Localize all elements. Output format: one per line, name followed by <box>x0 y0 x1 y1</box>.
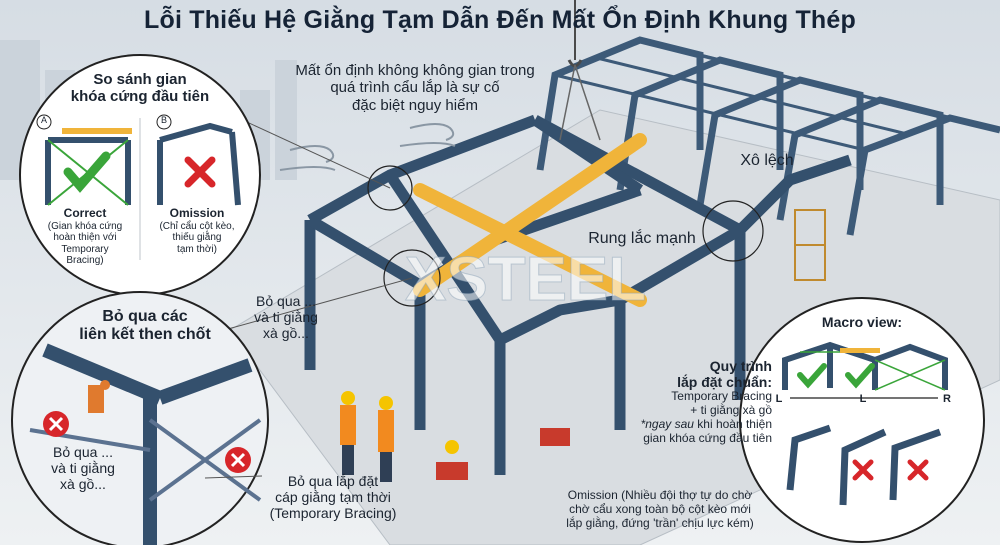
lifted-beams <box>413 133 647 307</box>
page-title: Lỗi Thiếu Hệ Giằng Tạm Dẫn Đến Mất Ổn Đị… <box>144 6 856 34</box>
omission-note: Omission (Nhiều đội thợ tự do chờ chờ cẩ… <box>540 488 780 530</box>
omission-caption: Omission (Chỉ cẩu cột kèo, thiếu giằng t… <box>142 206 252 255</box>
macro-circle <box>739 297 985 543</box>
workers <box>340 391 394 482</box>
correct-desc: hoàn thiện với <box>53 232 117 244</box>
skip-small-line: và ti giằng <box>254 309 318 326</box>
correct-caption: Correct (Gian khóa cứng hoàn thiện với T… <box>30 206 140 267</box>
detail-heading: Bỏ qua các liên kết then chốt <box>70 308 220 345</box>
cross-icon <box>852 459 874 481</box>
instability-note: Mất ổn định không không gian trong quá t… <box>265 62 565 114</box>
purlins <box>554 38 1000 152</box>
cross-icon <box>907 459 929 481</box>
wind-lines <box>279 123 456 171</box>
joint-circle-base <box>383 249 441 307</box>
check-icon <box>63 151 111 193</box>
macro-right-label: R <box>943 393 951 405</box>
skew-label: Xô lệch <box>740 152 794 169</box>
procedure-line: Temporary Bracing <box>671 389 772 404</box>
procedure-line: + ti giằng xà gồ <box>690 402 772 417</box>
detail-note-line: xà gồ... <box>60 476 106 493</box>
check-icon <box>845 363 875 389</box>
detail-circle <box>11 291 269 545</box>
macro-mid-label: L <box>859 393 867 405</box>
detail-heading-line: liên kết then chốt <box>79 326 211 344</box>
skip-cable-line: cáp giằng tạm thời <box>275 489 391 506</box>
correct-title: Correct <box>63 206 107 220</box>
correct-desc: (Gian khóa cứng <box>47 220 123 232</box>
procedure-note: Quy trình lắp đặt chuẩn: Temporary Braci… <box>602 358 772 445</box>
detail-note-line: Bỏ qua ... <box>53 444 113 460</box>
procedure-text: khi hoàn thiện <box>693 416 772 431</box>
compare-heading-line: khóa cứng đầu tiên <box>70 88 210 106</box>
skip-cable-line: (Temporary Bracing) <box>269 505 397 522</box>
omission-desc: tạm thời) <box>177 243 217 255</box>
instability-line: quá trình cẩu lắp là sự cố <box>330 79 500 97</box>
compare-circle <box>19 54 261 296</box>
crane-hook <box>559 0 601 141</box>
toolbox <box>436 462 468 480</box>
shaking-label: Rung lắc mạnh <box>588 230 696 247</box>
omission-title: Omission <box>169 206 225 220</box>
hard-hat-icon <box>445 440 459 454</box>
skip-small-note: Bỏ qua ... và ti giằng xà gồ... <box>236 293 336 341</box>
marker-b: B <box>160 115 167 125</box>
omission-line: chờ cẩu xong toàn bộ cột kèo mới <box>569 501 751 516</box>
macro-heading: Macro view: <box>821 314 903 330</box>
omission-line: lắp giằng, đứng 'trần' chịu lực kém) <box>566 515 754 530</box>
joint-circle-ridge <box>367 165 413 211</box>
procedure-line: gian khóa cứng đầu tiên <box>643 430 772 445</box>
detail-note: Bỏ qua ... và ti giằng xà gồ... <box>28 444 138 492</box>
procedure-title: Quy trình <box>709 358 772 374</box>
skip-small-line: xà gồ... <box>263 325 309 342</box>
compare-heading: So sánh gian khóa cứng đầu tiên <box>60 71 220 106</box>
detail-note-line: và ti giằng <box>51 460 115 477</box>
macro-left-label: L <box>775 393 783 405</box>
check-icon <box>797 363 827 389</box>
omission-desc: thiếu giằng <box>172 232 222 244</box>
marker-a: A <box>40 115 47 125</box>
procedure-line: *ngay sau khi hoàn thiện <box>602 416 772 432</box>
correct-desc: Bracing) <box>66 255 104 267</box>
correct-desc: Temporary <box>61 243 109 255</box>
procedure-emph: *ngay sau <box>640 416 694 431</box>
detail-heading-line: Bỏ qua các <box>102 308 188 325</box>
compare-heading-line: So sánh gian <box>93 71 187 88</box>
skip-cable-line: Bỏ qua lắp đặt <box>287 473 379 489</box>
joint-circle-skew <box>702 200 764 262</box>
instability-line: đặc biệt nguy hiểm <box>352 96 478 114</box>
watermark: XSTEEL <box>405 245 646 314</box>
instability-line: Mất ổn định không không gian trong <box>295 62 535 79</box>
skip-small-line: Bỏ qua ... <box>256 293 316 309</box>
omission-line: Omission (Nhiều đội thợ tự do chờ <box>567 488 753 502</box>
cross-icon <box>184 156 216 188</box>
toolbox <box>540 428 570 446</box>
skip-cable-note: Bỏ qua lắp đặt cáp giằng tạm thời (Tempo… <box>258 473 408 521</box>
procedure-title: lắp đặt chuẩn: <box>677 374 772 391</box>
omission-desc: (Chỉ cẩu cột kèo, <box>159 220 235 232</box>
scaffold <box>794 209 826 281</box>
